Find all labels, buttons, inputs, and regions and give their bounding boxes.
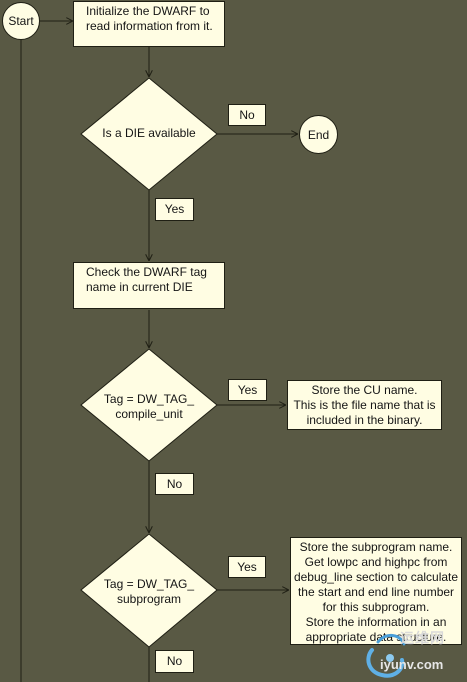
no-label-1-text: No bbox=[239, 107, 255, 122]
end-label: End bbox=[307, 127, 330, 142]
die-available-text: Is a DIE available bbox=[102, 126, 196, 140]
store-subprogram-box: Store the subprogram name. Get lowpc and… bbox=[290, 537, 462, 645]
init-process-box: Initialize the DWARF to read information… bbox=[73, 1, 225, 47]
decision-die-available bbox=[80, 77, 218, 191]
no-label-3-text: No bbox=[166, 654, 183, 668]
decision-compile-unit bbox=[80, 348, 218, 462]
no-label-2-text: No bbox=[166, 476, 183, 491]
store-cu-box: Store the CU name. This is the file name… bbox=[287, 380, 442, 430]
yes-label-1: Yes bbox=[155, 198, 194, 221]
start-node: Start bbox=[2, 2, 40, 40]
yes-label-2: Yes bbox=[228, 379, 267, 401]
yes-label-2-text: Yes bbox=[237, 382, 258, 397]
check-tag-process-box: Check the DWARF tag name in current DIE bbox=[73, 262, 225, 309]
subprogram-text: Tag = DW_TAG_ subprogram bbox=[103, 577, 195, 606]
no-label-2: No bbox=[155, 473, 194, 495]
start-label: Start bbox=[8, 14, 34, 28]
yes-label-3-text: Yes bbox=[237, 559, 257, 574]
compile-unit-text: Tag = DW_TAG_ compile_unit bbox=[103, 392, 195, 421]
no-label-1: No bbox=[228, 104, 266, 126]
yes-label-3: Yes bbox=[228, 556, 266, 578]
no-label-3: No bbox=[155, 650, 194, 673]
watermark-url-text: iyunv.com bbox=[380, 657, 444, 672]
watermark-cn-text: 运维网 bbox=[400, 630, 445, 646]
cloud-swirl-logo-icon bbox=[366, 634, 406, 678]
yes-label-1-text: Yes bbox=[164, 202, 185, 216]
end-node: End bbox=[299, 115, 338, 154]
decision-subprogram bbox=[80, 533, 218, 648]
